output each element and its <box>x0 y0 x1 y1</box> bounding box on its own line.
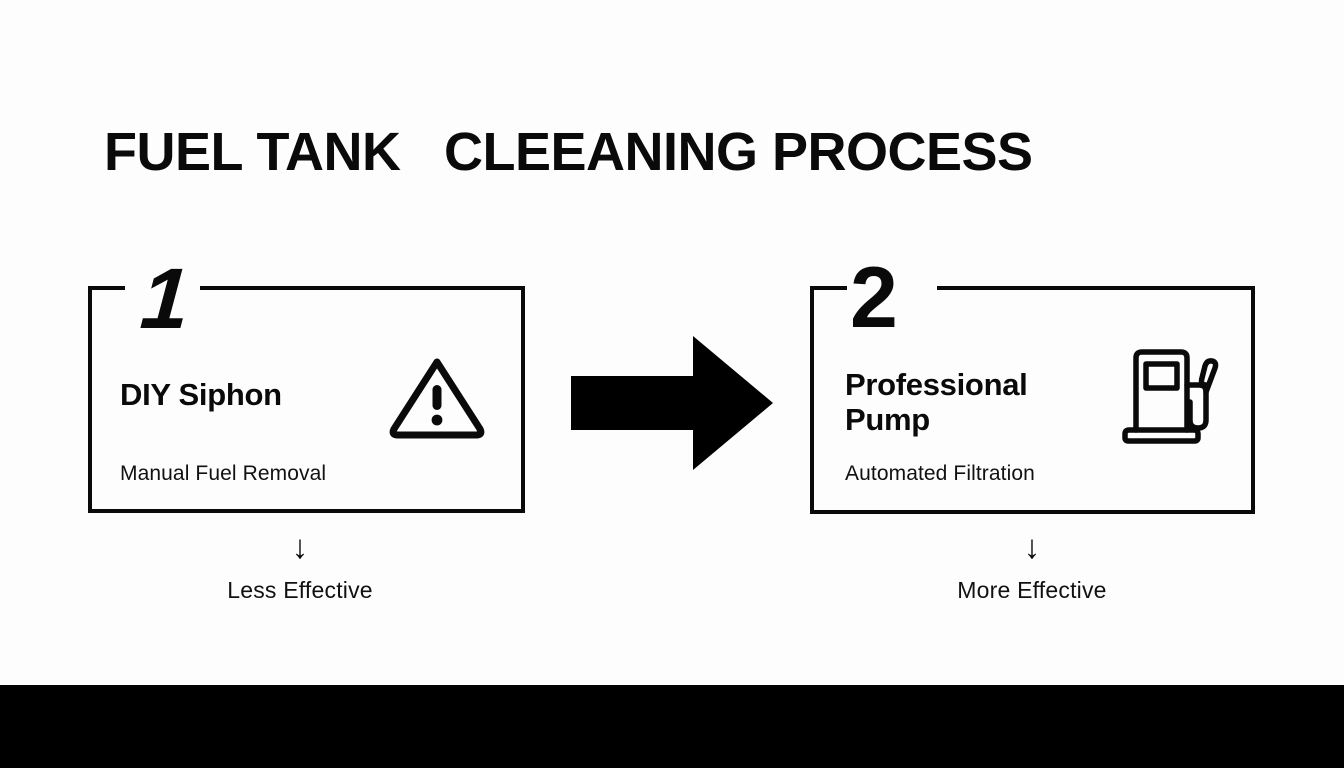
step-card-1-border-notch <box>125 283 200 295</box>
warning-triangle-icon <box>387 345 487 445</box>
step-number-2: 2 <box>850 250 898 346</box>
step-card-1 <box>88 283 525 513</box>
step-card-2-border-notch <box>847 283 937 295</box>
page-title: FUEL TANK CLEEANING PROCESS <box>104 122 1033 182</box>
step-card-1-frame <box>88 283 525 513</box>
step-subtitle-1: Manual Fuel Removal <box>120 462 327 485</box>
step-card-2 <box>810 283 1255 514</box>
down-arrow-icon-2: ↓ <box>1023 528 1041 565</box>
step-number-1: 1 <box>137 251 190 347</box>
outcome-label-2: More Effective <box>957 577 1107 603</box>
step-subtitle-2: Automated Filtration <box>845 462 1035 485</box>
outcome-2: ↓ More Effective <box>892 530 1172 604</box>
step-heading-1: DIY Siphon <box>120 377 282 412</box>
outcome-1: ↓ Less Effective <box>160 530 440 604</box>
outcome-label-1: Less Effective <box>227 577 373 603</box>
step-heading-2: Professional Pump <box>845 367 1028 437</box>
down-arrow-icon-1: ↓ <box>291 528 309 565</box>
fuel-pump-icon <box>1119 342 1223 446</box>
right-arrow-icon <box>571 336 773 470</box>
bottom-bar <box>0 685 1344 768</box>
step-card-2-frame <box>810 283 1255 514</box>
